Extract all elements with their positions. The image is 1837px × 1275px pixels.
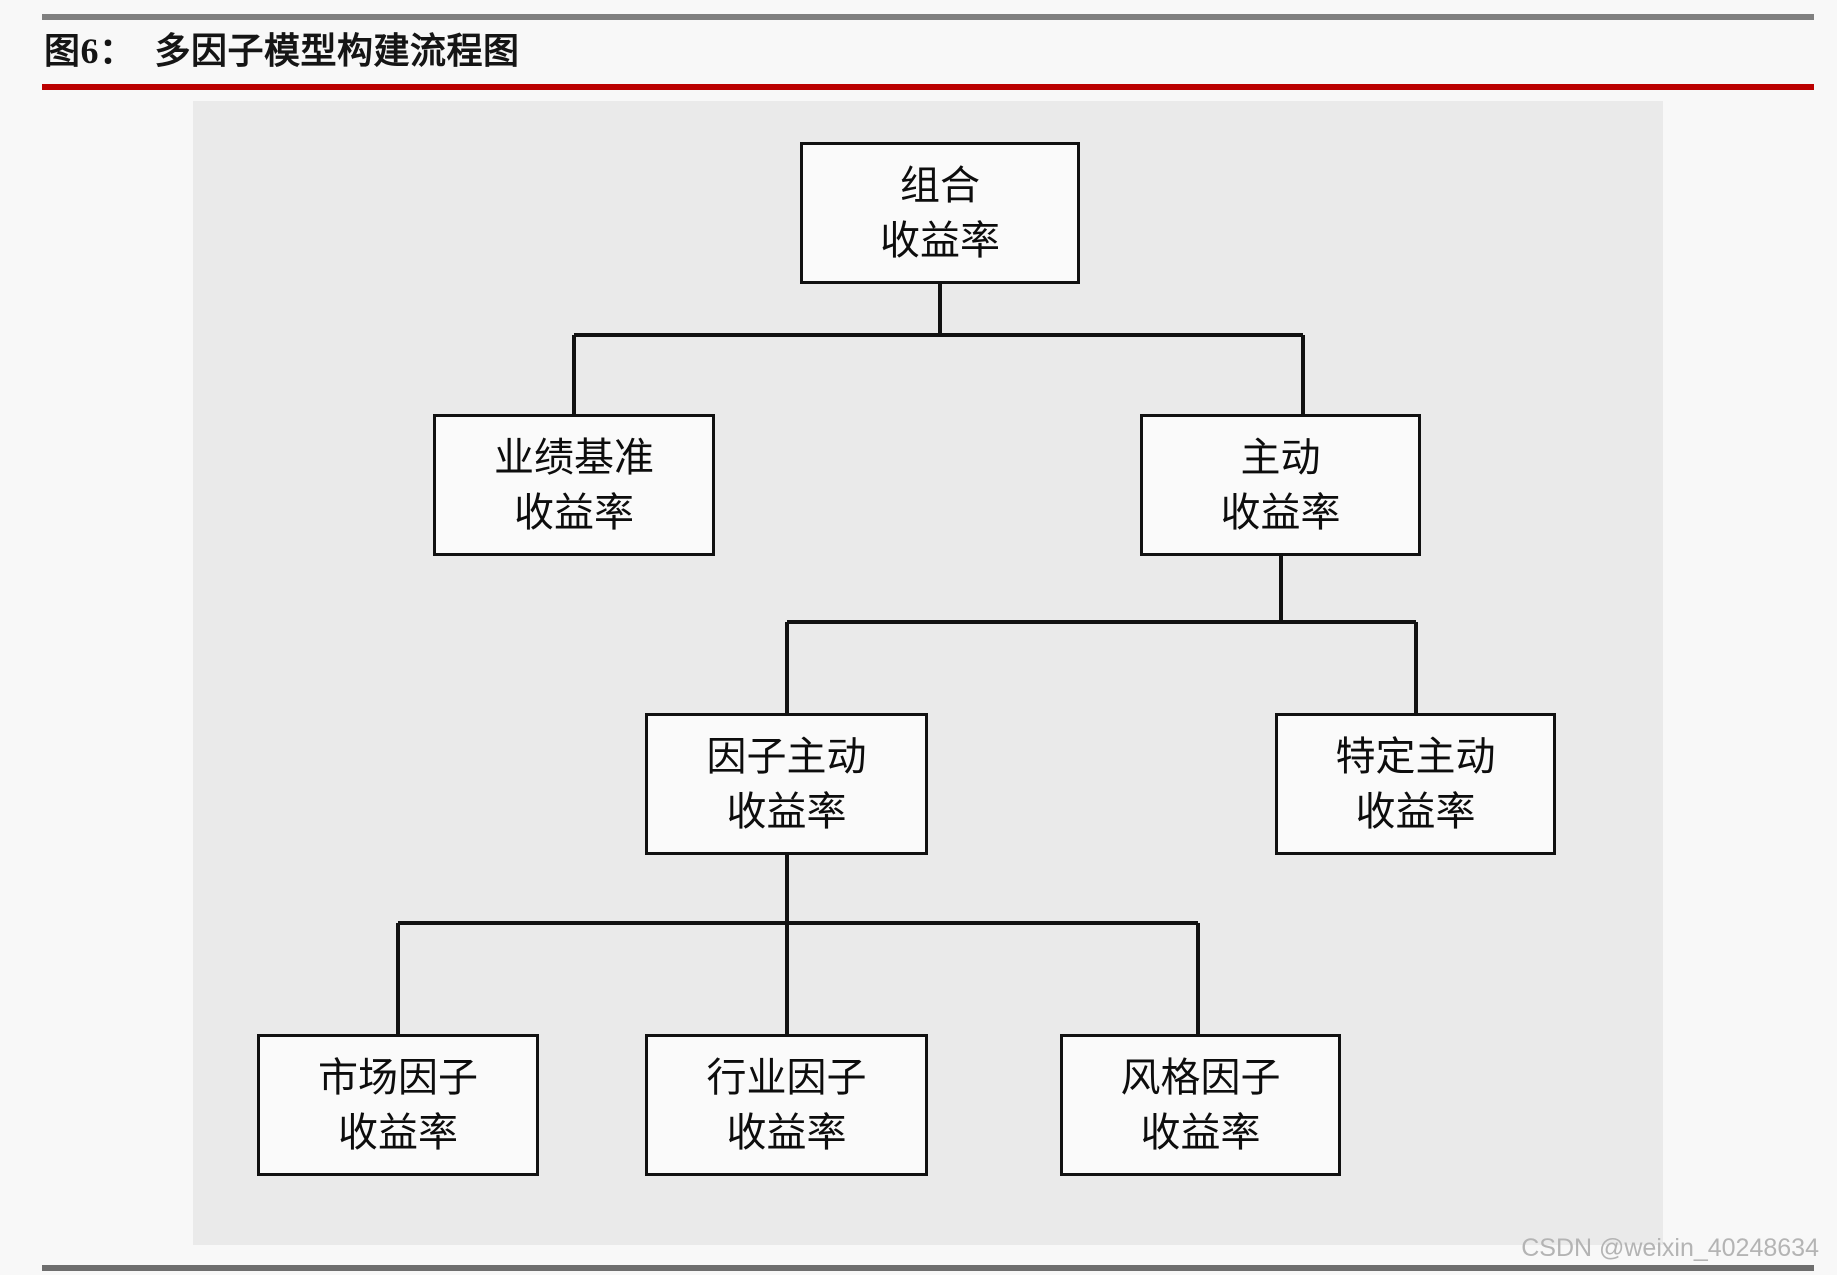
node-line-1: 业绩基准 bbox=[494, 434, 654, 480]
header-red-rule bbox=[42, 84, 1814, 90]
figure-title: 图6： 多因子模型构建流程图 bbox=[44, 31, 520, 71]
node-portfolio-return: 组合 收益率 bbox=[800, 142, 1080, 284]
node-line-1: 行业因子 bbox=[706, 1054, 867, 1100]
node-line-2: 收益率 bbox=[1220, 490, 1341, 535]
node-style-factor-return: 风格因子 收益率 bbox=[1060, 1034, 1341, 1176]
node-line-1: 市场因子 bbox=[318, 1054, 478, 1100]
node-factor-active-return: 因子主动 收益率 bbox=[645, 713, 928, 855]
node-line-2: 收益率 bbox=[514, 490, 634, 535]
footer-gray-rule bbox=[42, 1265, 1814, 1271]
node-line-2: 收益率 bbox=[1140, 1110, 1261, 1155]
csdn-watermark: CSDN @weixin_40248634 bbox=[1521, 1234, 1819, 1262]
node-line-1: 因子主动 bbox=[706, 733, 867, 779]
node-specific-active-return: 特定主动 收益率 bbox=[1275, 713, 1556, 855]
node-line-1: 组合 bbox=[900, 162, 980, 208]
header-gray-rule bbox=[42, 14, 1814, 20]
node-line-1: 特定主动 bbox=[1335, 733, 1496, 779]
node-line-2: 收益率 bbox=[338, 1110, 458, 1155]
node-benchmark-return: 业绩基准 收益率 bbox=[433, 414, 715, 556]
node-line-1: 主动 bbox=[1240, 434, 1321, 480]
node-line-1: 风格因子 bbox=[1120, 1054, 1281, 1100]
node-line-2: 收益率 bbox=[726, 1110, 847, 1155]
node-industry-factor-return: 行业因子 收益率 bbox=[645, 1034, 928, 1176]
node-active-return: 主动 收益率 bbox=[1140, 414, 1421, 556]
node-line-2: 收益率 bbox=[1355, 789, 1476, 834]
node-line-2: 收益率 bbox=[726, 789, 847, 834]
node-market-factor-return: 市场因子 收益率 bbox=[257, 1034, 539, 1176]
node-line-2: 收益率 bbox=[880, 218, 1000, 263]
